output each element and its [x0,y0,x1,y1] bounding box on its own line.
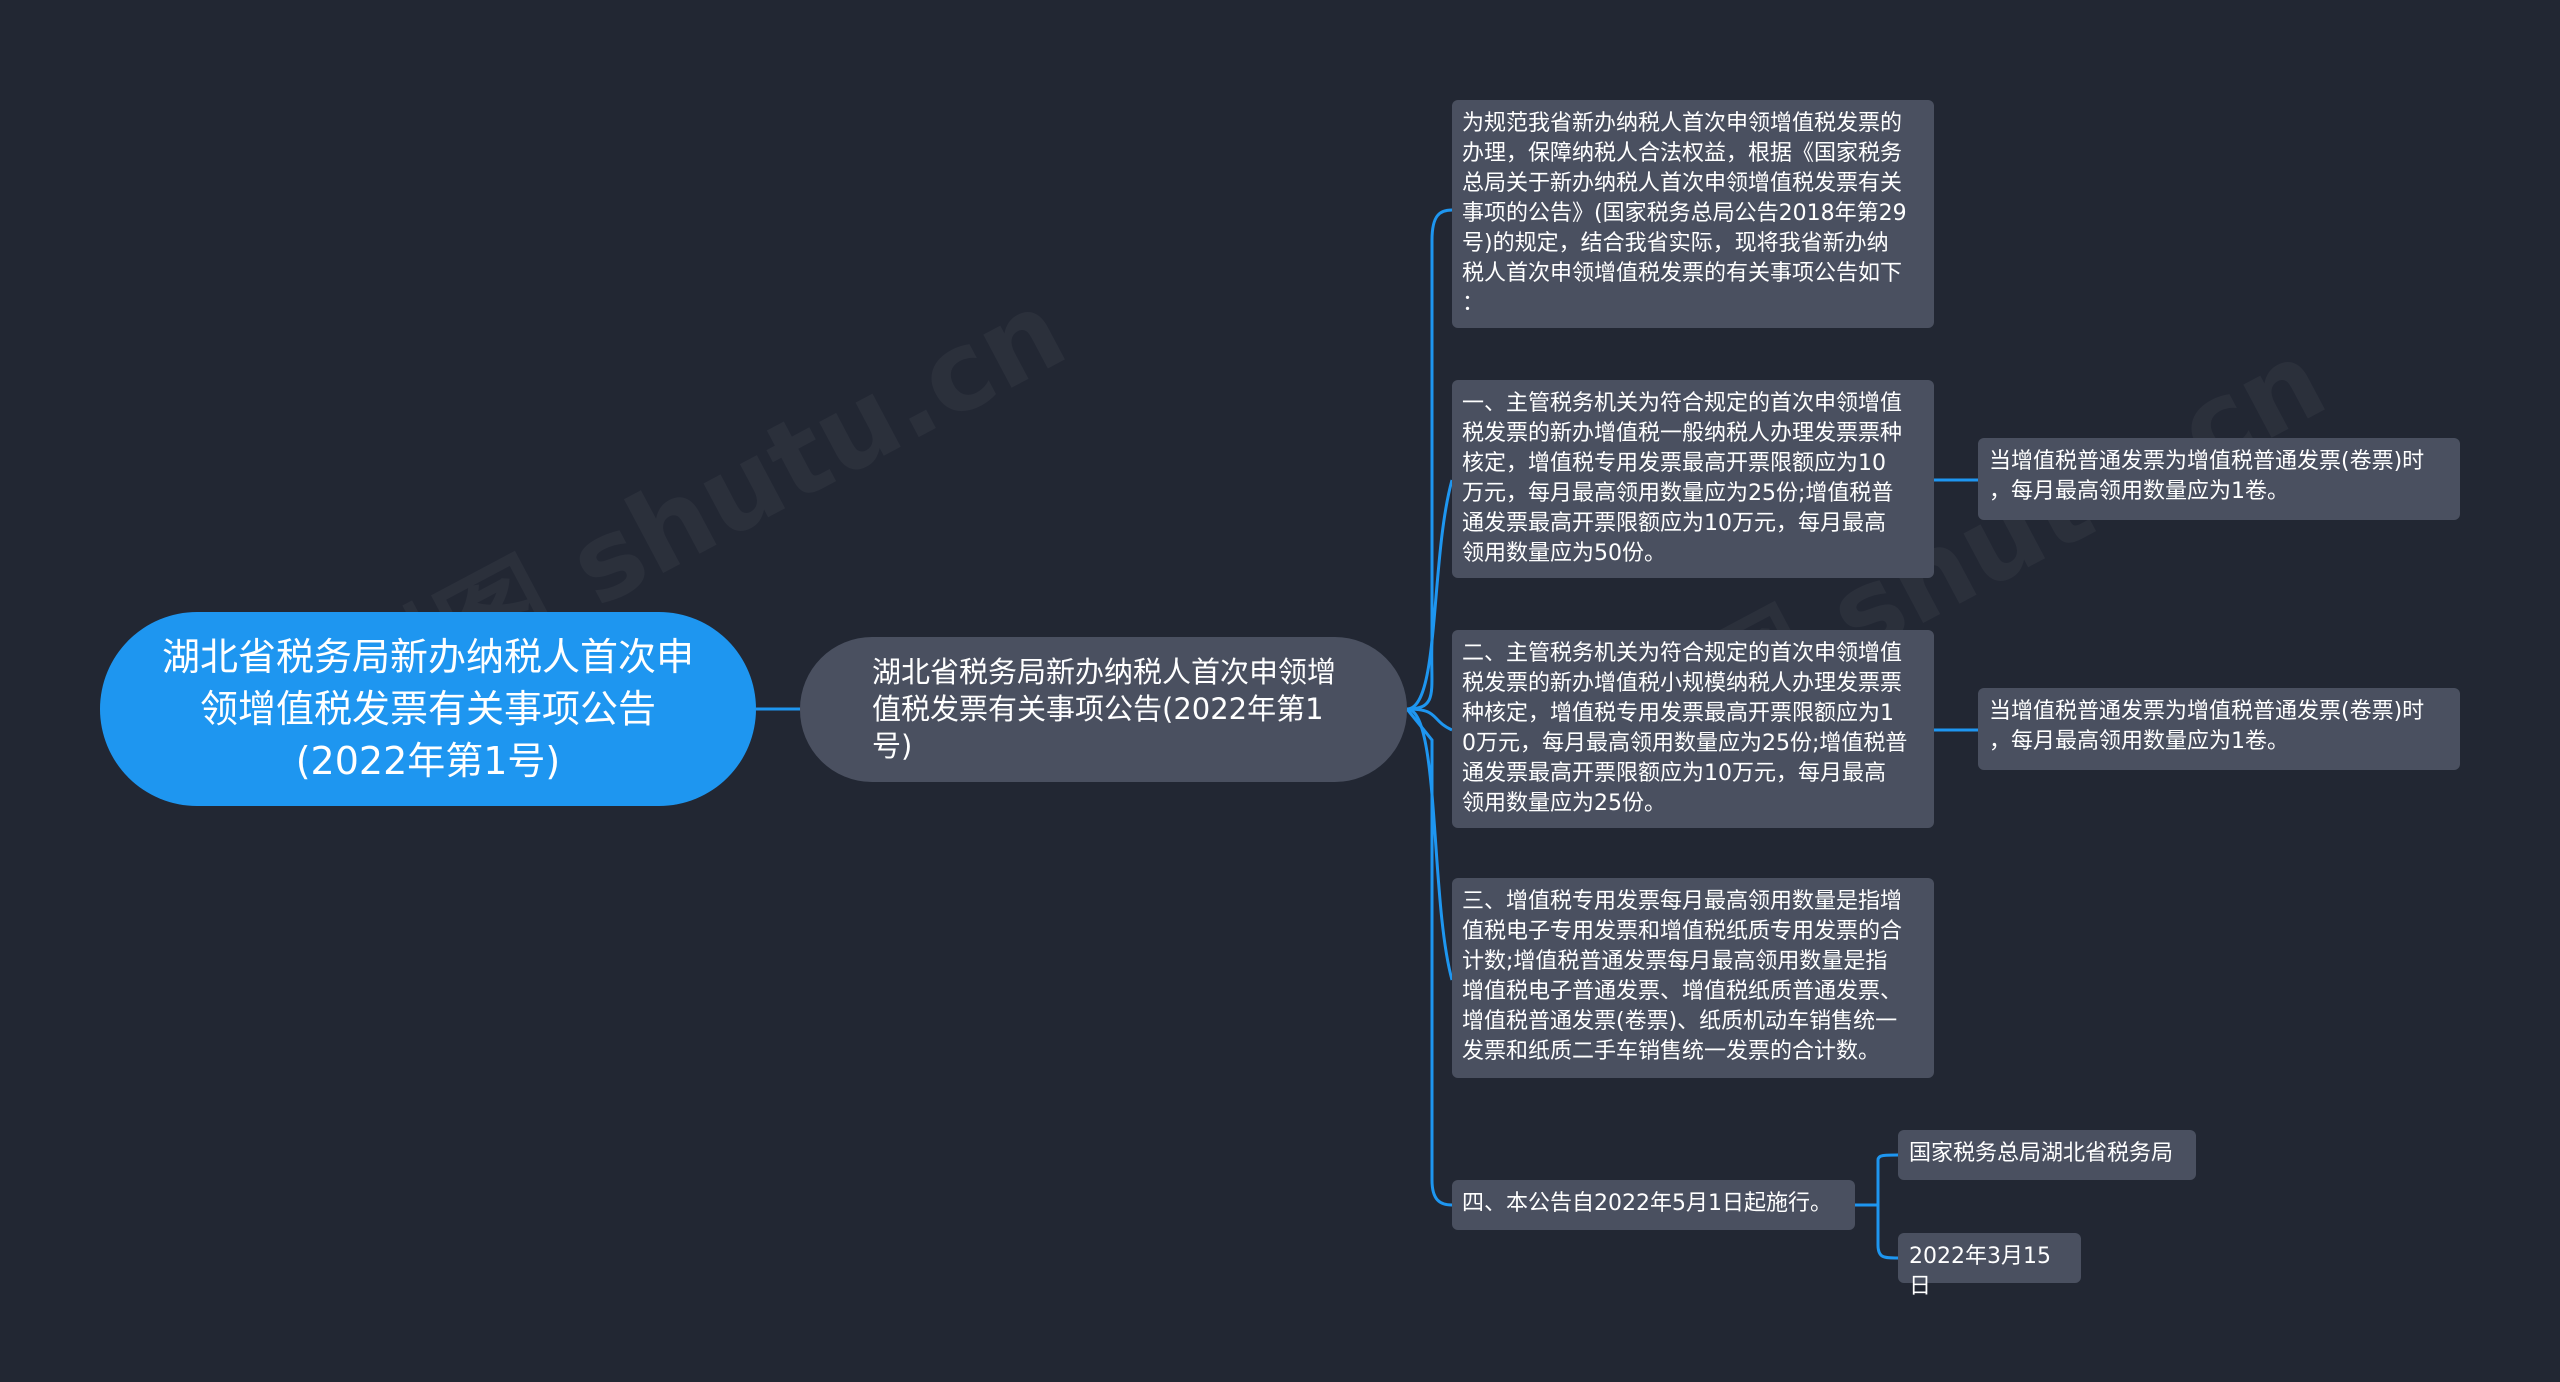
link-center-branch-1 [1406,479,1454,711]
branch-item-2[interactable]: 二、主管税务机关为符合规定的首次申领增值 税发票的新办增值税小规模纳税人办理发票… [1452,630,1934,828]
branch-intro[interactable]: 为规范我省新办纳税人首次申领增值税发票的 办理，保障纳税人合法权益，根据《国家税… [1452,100,1934,328]
branch-item-1[interactable]: 一、主管税务机关为符合规定的首次申领增值 税发票的新办增值税一般纳税人办理发票票… [1452,380,1934,578]
branch-item-3[interactable]: 三、增值税专用发票每月最高领用数量是指增 值税电子专用发票和增值税纸质专用发票的… [1452,878,1934,1078]
link-center-branch-3 [1406,707,1454,981]
branch-2-detail[interactable]: 当增值税普通发票为增值税普通发票(卷票)时 ，每月最高领用数量应为1卷。 [1978,688,2460,770]
root-topic[interactable]: 湖北省税务局新办纳税人首次申领增值税发票有关事项公告(2022年第1号) [100,612,756,806]
issue-date-label[interactable]: 2022年3月15日 [1898,1233,2081,1299]
issuer-label[interactable]: 国家税务总局湖北省税务局 [1898,1130,2196,1180]
branch-1-detail[interactable]: 当增值税普通发票为增值税普通发票(卷票)时 ，每月最高领用数量应为1卷。 [1978,438,2460,520]
main-topic[interactable]: 湖北省税务局新办纳税人首次申领增值税发票有关事项公告(2022年第1号) [800,637,1407,782]
main-topic-label: 湖北省税务局新办纳税人首次申领增值税发票有关事项公告(2022年第1号) [872,655,1337,763]
link-center-branches [1406,208,1453,711]
link-branch-4-children [1855,1153,1899,1260]
link-center-branch-4 [1405,708,1453,1207]
branch-item-4[interactable]: 四、本公告自2022年5月1日起施行。 [1452,1180,1855,1230]
link-center-branch-2 [1406,707,1453,732]
root-topic-label: 湖北省税务局新办纳税人首次申领增值税发票有关事项公告(2022年第1号) [161,635,694,783]
